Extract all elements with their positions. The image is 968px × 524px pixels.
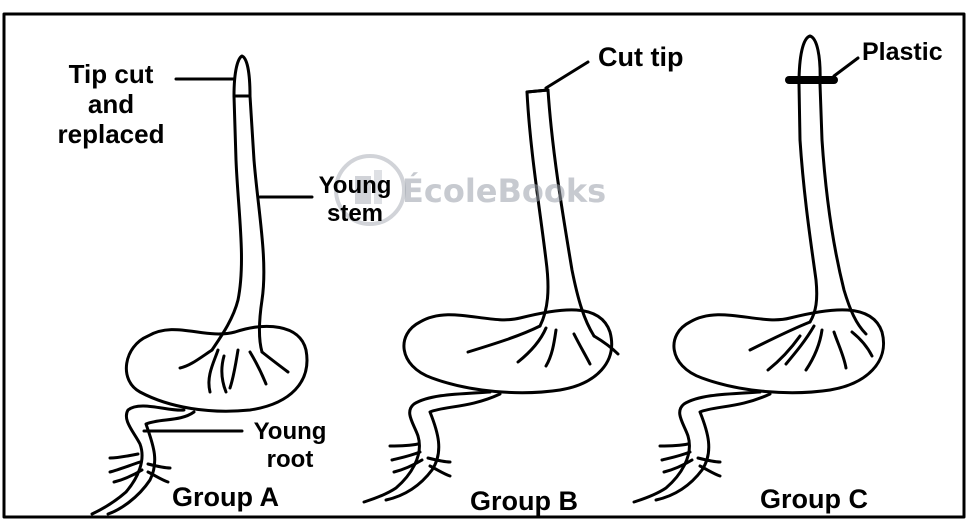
group-a-tip-label-line-1: Tip cut xyxy=(48,60,174,90)
group-b-tip-label: Cut tip xyxy=(598,42,683,73)
group-b-cut-line xyxy=(527,90,548,92)
group-b-tip-pointer xyxy=(546,62,588,88)
seedling-group-c xyxy=(634,36,884,502)
group-c-inner-roots xyxy=(750,322,872,370)
group-a-tip-label-line-3: replaced xyxy=(48,120,174,150)
group-c-title: Group C xyxy=(760,484,868,515)
group-a-root-label-line-2: root xyxy=(242,446,338,474)
group-a-root-label-line-1: Young xyxy=(242,418,338,446)
group-a-root-label: Young root xyxy=(242,418,338,473)
group-b-seed xyxy=(404,310,612,393)
group-a-inner-roots xyxy=(180,350,288,392)
watermark-text: ÉcoleBooks xyxy=(402,172,606,210)
group-c-tip-label: Plastic xyxy=(862,38,943,67)
group-a-stem-label-line-1: Young xyxy=(312,172,398,200)
group-c-root xyxy=(634,392,770,502)
group-c-tip-pointer xyxy=(834,58,858,76)
group-b-title: Group B xyxy=(470,486,578,517)
group-a-stem-label: Young stem xyxy=(312,172,398,227)
group-a-tip-label: Tip cut and replaced xyxy=(48,60,174,150)
seedling-group-b xyxy=(364,62,618,502)
group-b-inner-roots xyxy=(468,326,618,366)
group-a-tip-label-line-2: and xyxy=(48,90,174,120)
group-a-title: Group A xyxy=(172,482,279,513)
group-a-seed xyxy=(126,326,307,411)
group-b-stem xyxy=(527,90,594,336)
group-c-seed xyxy=(674,310,884,393)
group-a-stem xyxy=(212,56,264,352)
group-a-stem-label-line-2: stem xyxy=(312,200,398,228)
